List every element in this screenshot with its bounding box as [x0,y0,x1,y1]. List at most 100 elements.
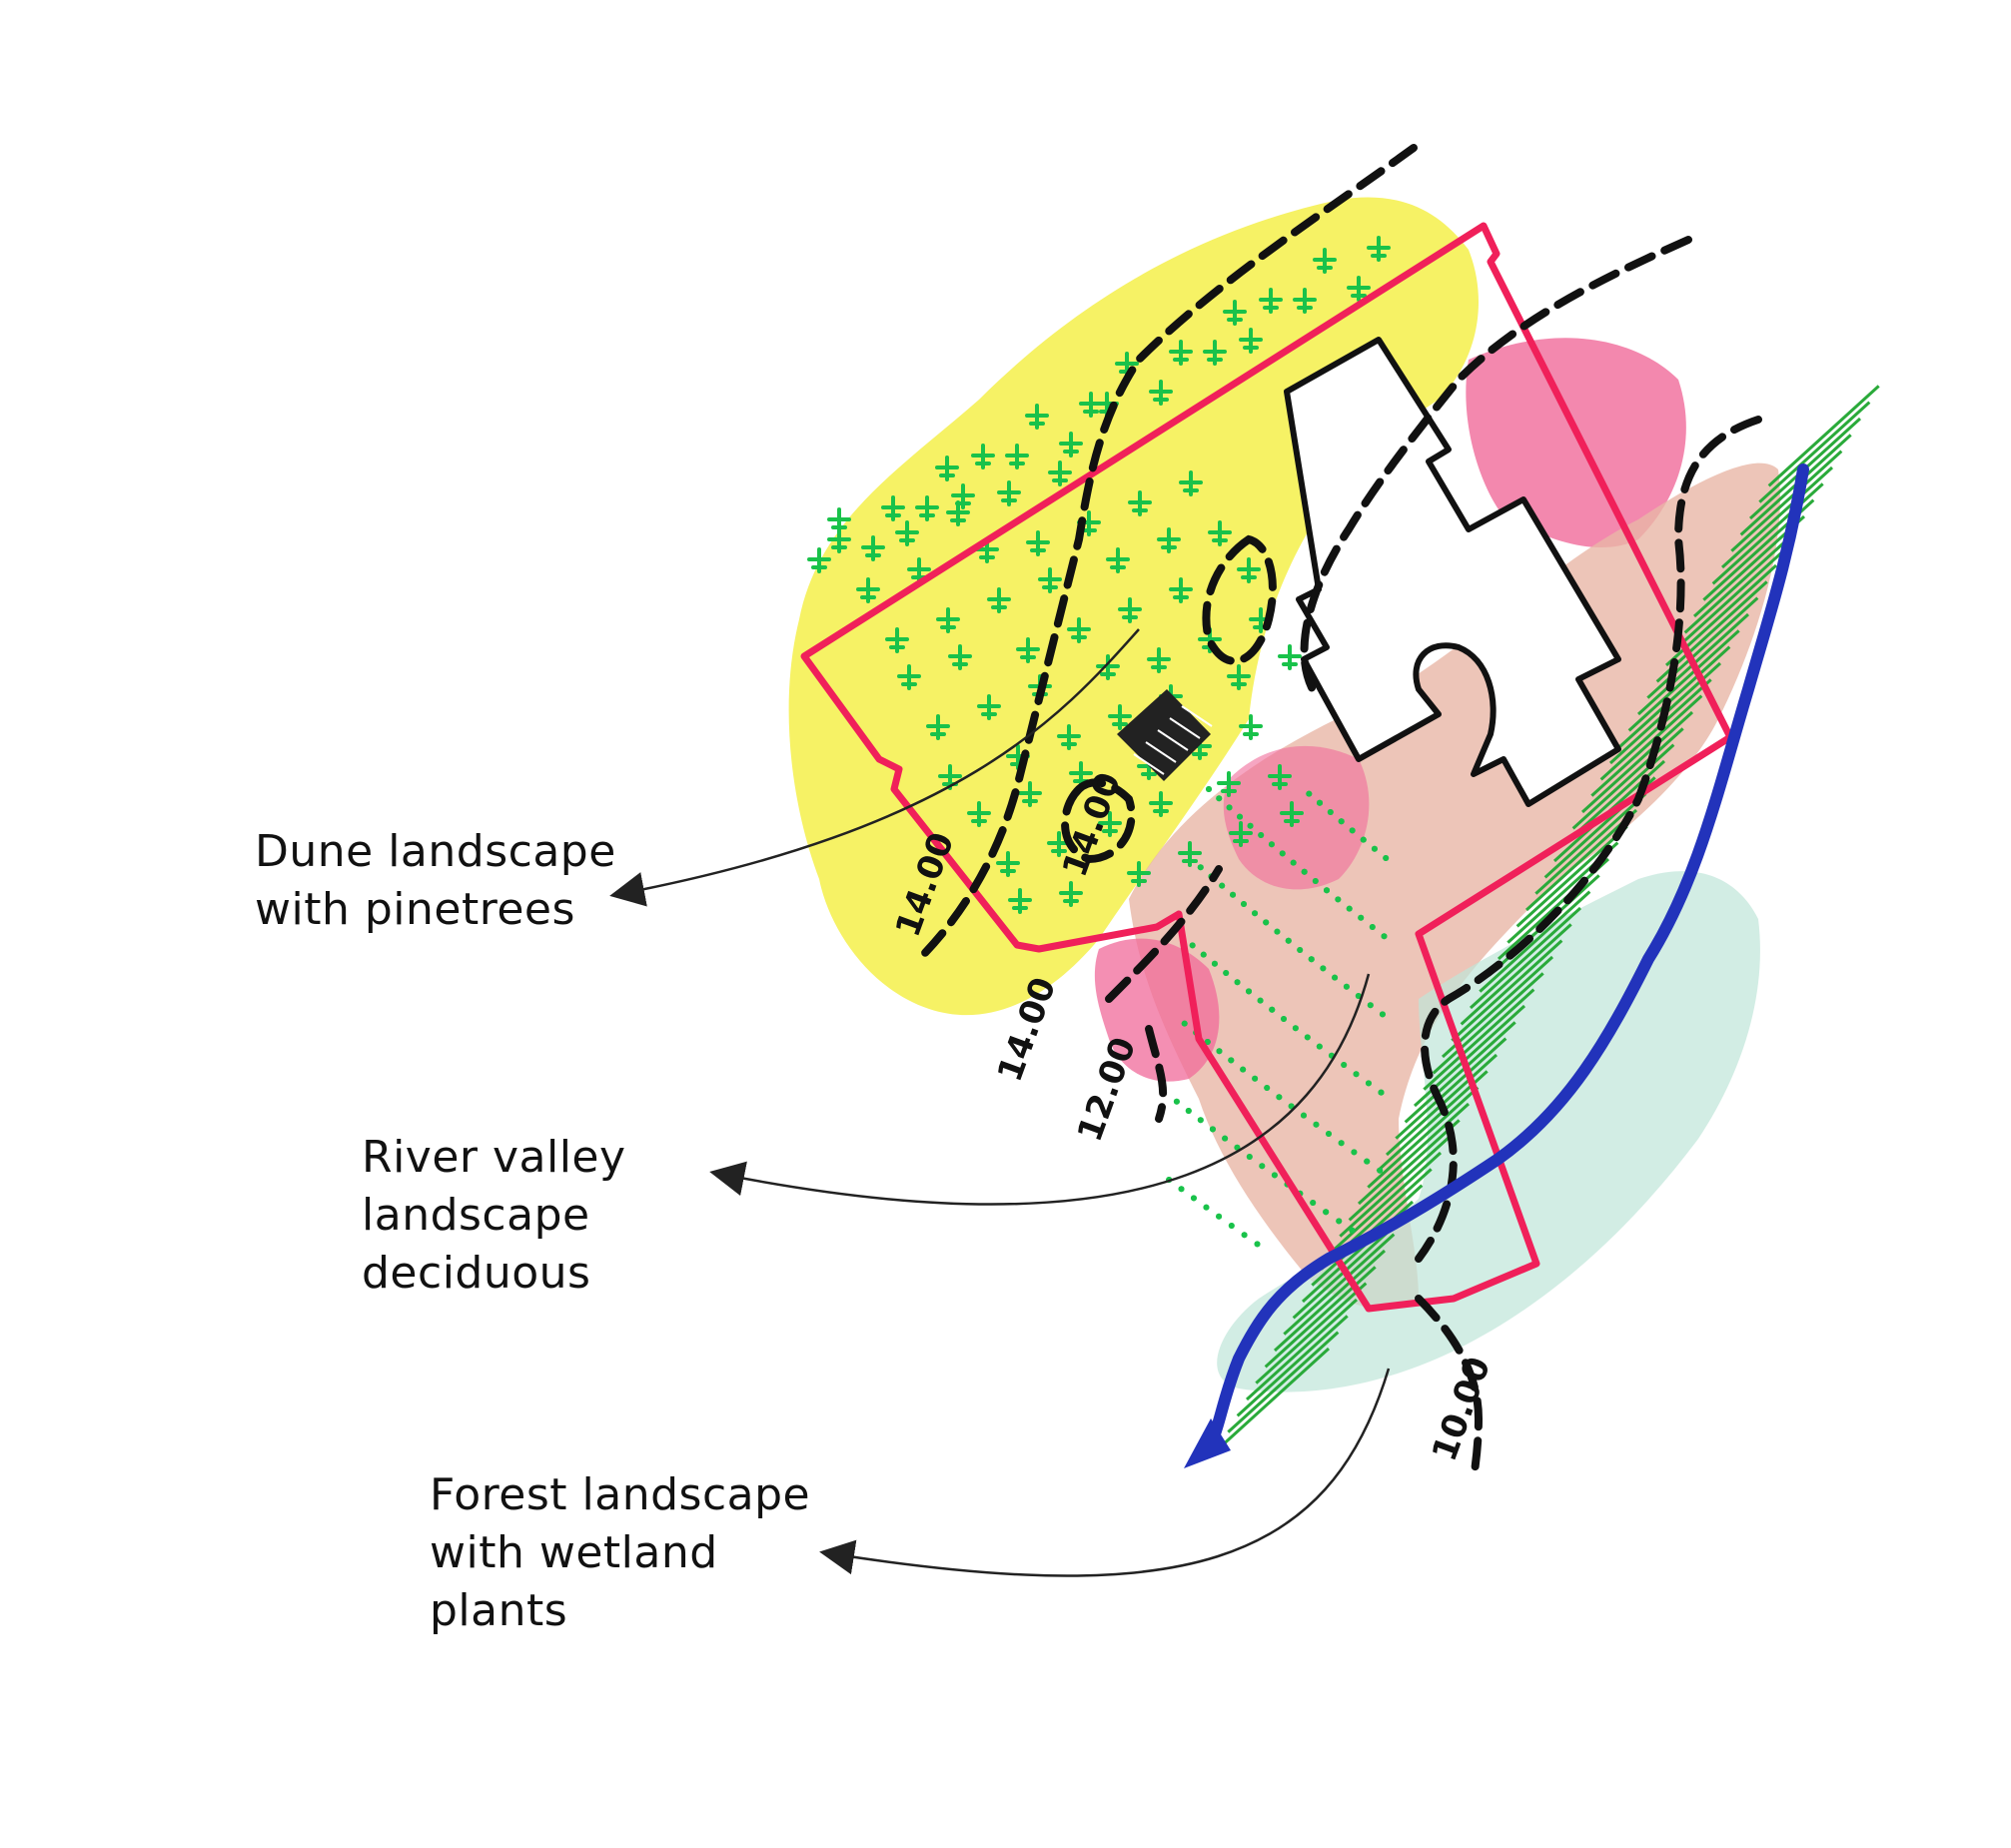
deciduous-dot [1276,1094,1283,1101]
hatched-square-marker [1117,689,1213,781]
deciduous-dot [1336,1218,1343,1225]
label-river-valley: River valley landscape deciduous [362,1129,626,1303]
forest-hatch-stroke [1524,808,1638,912]
forest-hatch-stroke [1255,1282,1368,1385]
contour-line [1061,778,1136,864]
deciduous-dot [1200,951,1207,958]
label-forest-landscape: Forest landscape with wetland plants [430,1466,810,1640]
forest-hatch-stroke [1227,1331,1340,1433]
contour-line [1415,416,1762,1263]
deciduous-dot [1254,1241,1261,1248]
deciduous-dot [1246,1154,1253,1160]
deciduous-dot [1252,910,1259,917]
deciduous-dot [1216,795,1223,802]
pine-tree-icon [1067,617,1091,643]
deciduous-dot [1247,822,1254,829]
pine-tree-icon [977,694,1001,720]
deciduous-dot [1271,1172,1278,1179]
deciduous-dot [1369,924,1376,930]
pine-tree-icon [1268,764,1292,790]
forest-hatch-stroke [1376,1070,1489,1173]
deciduous-dot [1285,937,1292,944]
forest-hatch-stroke [1245,1298,1359,1401]
pine-tree-icon [1108,704,1132,730]
hatched-square-stroke [1169,717,1201,739]
pine-tree-icon [1048,461,1072,486]
forest-hatch-stroke [1497,857,1610,961]
deciduous-dot [1206,786,1212,792]
deciduous-dot [1189,942,1196,949]
pine-tree-icon [1127,861,1151,887]
pine-tree-icon [1237,557,1261,583]
pine-tree-icon [971,444,995,469]
pine-tree-icon [1016,637,1040,663]
deciduous-dot [1349,1227,1356,1234]
forest-hatch-stroke [1367,1086,1480,1189]
deciduous-dot [1313,1121,1320,1128]
deciduous-dot [1306,790,1313,797]
forest-hatch-stroke [1423,988,1535,1091]
forest-hatch-stroke [1339,1135,1452,1238]
deciduous-dot [1257,997,1264,1004]
deciduous-dot [1335,896,1342,903]
deciduous-dot [1228,1223,1235,1229]
forest-hatch-stroke [1683,531,1796,634]
contour-line [1415,1295,1484,1482]
forest-hatch-stroke [1432,972,1544,1075]
deciduous-dot [1383,855,1390,861]
forest-hatch-stroke [1441,955,1554,1059]
pine-tree-icon [827,507,851,533]
deciduous-dots [1166,786,1390,1248]
pine-tree-icon [1347,276,1371,302]
deciduous-dot [1316,1043,1323,1050]
deciduous-dot [1216,1048,1223,1055]
deciduous-dot [1230,891,1237,898]
pine-tree-icon [935,456,959,481]
deciduous-dot [1246,988,1253,995]
forest-hatch-stroke [1217,1347,1331,1450]
deciduous-dot [1360,836,1367,843]
contour-line [1145,1025,1168,1123]
deciduous-dot [1204,1039,1211,1045]
forest-hatch-stroke [1395,1037,1508,1140]
pine-tree-icon [946,500,970,526]
deciduous-dot [1234,979,1241,986]
deciduous-dot [1310,1200,1317,1206]
deciduous-dot [1367,1002,1374,1009]
deciduous-dot [1226,804,1233,811]
forest-hatch-stroke [1767,385,1880,487]
pine-tree-icon [1313,248,1337,274]
pine-tree-icon [1098,811,1122,837]
pine-tree-icon [996,851,1020,877]
pine-tree-icon [1026,530,1050,556]
deciduous-dot [1281,1016,1287,1022]
forest-hatch-stroke [1720,465,1834,569]
forest-hatch-stroke [1618,645,1731,748]
pine-tree-icon [1018,781,1042,807]
deciduous-dot [1181,1020,1188,1027]
pine-tree-icon [1057,724,1081,750]
forest-hatch-stroke [1646,596,1759,699]
deciduous-dot [1197,1117,1204,1124]
deciduous-dot [1327,809,1334,815]
pine-tree-icon [807,547,831,573]
pine-tree-icon [1106,547,1130,573]
contour-lines [915,144,1762,1482]
pine-tree-icon [1059,881,1083,907]
forest-hatch-stroke [1674,547,1787,650]
deciduous-dot [1304,1034,1311,1041]
pine-tree-icon [1217,771,1241,797]
hatched-square-stroke [1157,729,1189,751]
deciduous-dot [1228,1057,1235,1064]
label-river-line-2: landscape [362,1190,590,1241]
river-leader-arrow [709,973,1371,1206]
forest-hatch-stroke [1534,792,1647,895]
deciduous-dot [1379,1011,1386,1018]
pine-tree-icon [967,801,991,827]
pine-tree-icon [1118,597,1142,623]
hatched-square-stroke [1133,753,1165,775]
pine-tree-icon [1239,328,1263,354]
pine-tree-icon [1203,340,1227,366]
